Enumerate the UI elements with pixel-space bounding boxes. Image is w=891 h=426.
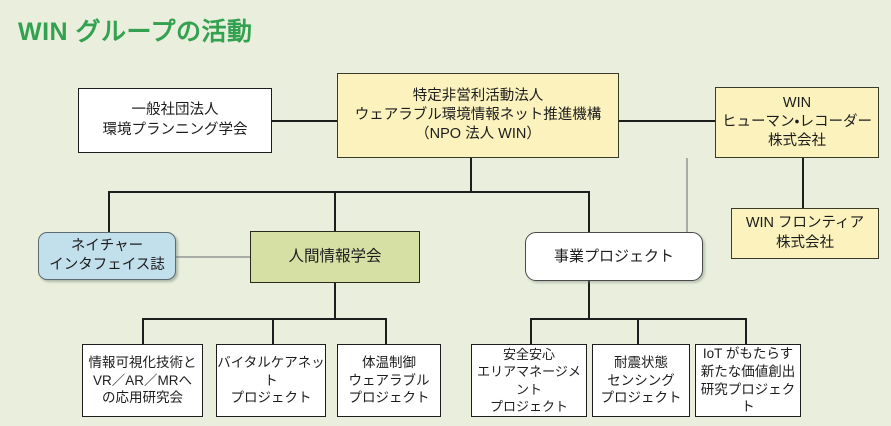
- node-academic-project-3[interactable]: 体温制御 ウェアラブル プロジェクト: [337, 344, 441, 417]
- page-title: WIN グループの活動: [18, 18, 253, 46]
- connector-academic-3: [385, 318, 387, 344]
- connector-recorder-to-frontier: [802, 158, 804, 209]
- node-business-project-3-label: IoT がもたらす 新たな価値創出 研究プロジェクト: [700, 345, 796, 415]
- node-business-projects-label: 事業プロジェクト: [553, 247, 674, 265]
- node-human-info-society[interactable]: 人間情報学会: [250, 231, 420, 283]
- connector-business-2: [637, 318, 639, 344]
- connector-human-info-down: [334, 283, 336, 319]
- node-planning-society[interactable]: 一般社団法人 環境プランニング学会: [78, 88, 272, 153]
- node-business-project-3[interactable]: IoT がもたらす 新たな価値創出 研究プロジェクト: [695, 344, 801, 417]
- connector-bus-to-human-info: [334, 191, 336, 231]
- connector-nature-to-human-info: [176, 256, 252, 259]
- connector-bus-to-business: [588, 191, 590, 233]
- node-npo-win[interactable]: 特定非営利活動法人 ウェアラブル環境情報ネット推進機構 （NPO 法人 WIN）: [337, 73, 619, 158]
- node-human-recorder-label: WIN ヒューマン・レコーダー 株式会社: [722, 94, 872, 150]
- node-academic-project-2-label: バイタルケアネット プロジェクト: [217, 354, 325, 406]
- node-win-frontier[interactable]: WIN フロンティア 株式会社: [731, 208, 879, 259]
- node-academic-project-1[interactable]: 情報可視化技術と VR／AR／MRへ の応用研究会: [82, 344, 203, 417]
- node-academic-project-1-label: 情報可視化技術と VR／AR／MRへ の応用研究会: [88, 354, 197, 406]
- node-business-project-1[interactable]: 安全安心 エリアマネージメント プロジェクト: [471, 344, 587, 417]
- connector-npo-to-recorder: [618, 120, 716, 122]
- node-human-recorder[interactable]: WIN ヒューマン・レコーダー 株式会社: [715, 87, 879, 158]
- node-academic-project-3-label: 体温制御 ウェアラブル プロジェクト: [348, 354, 430, 406]
- node-planning-society-label: 一般社団法人 環境プランニング学会: [102, 102, 248, 138]
- bus-level2: [108, 191, 589, 193]
- connector-planning-to-npo: [271, 120, 338, 122]
- node-business-project-2[interactable]: 耐震状態 センシング プロジェクト: [592, 344, 690, 417]
- node-win-frontier-label: WIN フロンティア 株式会社: [745, 215, 865, 251]
- node-academic-project-2[interactable]: バイタルケアネット プロジェクト: [216, 344, 326, 417]
- connector-npo-down: [470, 158, 472, 192]
- node-business-project-1-label: 安全安心 エリアマネージメント プロジェクト: [477, 347, 581, 414]
- node-npo-win-label: 特定非営利活動法人 ウェアラブル環境情報ネット推進機構 （NPO 法人 WIN）: [354, 87, 602, 143]
- connector-bus-to-nature: [108, 191, 110, 233]
- connector-academic-1: [142, 318, 144, 344]
- connector-business-down: [588, 281, 590, 319]
- connector-business-1: [530, 318, 532, 344]
- node-business-project-2-label: 耐震状態 センシング プロジェクト: [600, 354, 682, 406]
- connector-academic-2: [272, 318, 274, 344]
- node-human-info-society-label: 人間情報学会: [288, 247, 382, 265]
- bus-academic-projects: [142, 318, 386, 320]
- connector-business-3: [745, 318, 747, 344]
- connector-recorder-to-business: [686, 158, 689, 233]
- node-nature-interface-label: ネイチャー インタフェイス誌: [49, 237, 165, 273]
- node-business-projects[interactable]: 事業プロジェクト: [525, 232, 703, 281]
- node-nature-interface[interactable]: ネイチャー インタフェイス誌: [38, 232, 176, 280]
